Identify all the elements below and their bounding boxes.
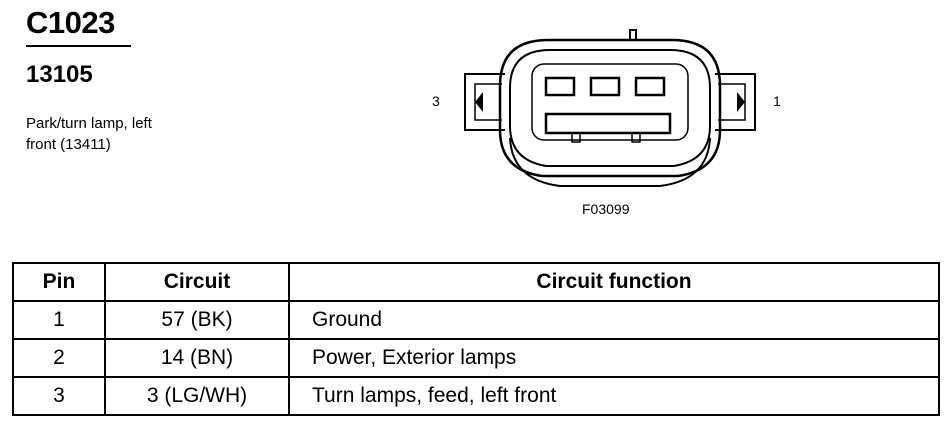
terminal-recess [531,63,689,141]
part-number: 13105 [26,61,93,88]
connector-face-drawing: 3 1 F03099 [432,29,781,217]
table-row: 1 57 (BK) Ground [12,300,940,340]
column-header-pin: Pin [12,262,106,302]
column-header-circuit-function: Circuit function [288,262,940,302]
circuit-function-cell: Turn lamps, feed, left front [288,376,940,416]
figure-code: F03099 [582,201,630,217]
terminal-cavity-1 [634,76,666,97]
terminal-cavity-2 [589,76,621,97]
pin-label-right: 1 [773,93,781,109]
table-row: 2 14 (BN) Power, Exterior lamps [12,338,940,378]
pin-cell: 3 [12,376,106,416]
terminal-cavity-3 [544,76,576,97]
circuit-cell: 57 (BK) [104,300,290,340]
column-header-circuit: Circuit [104,262,290,302]
seal-slot [544,112,672,135]
pin-cell: 2 [12,338,106,378]
circuit-function-cell: Ground [288,300,940,340]
connector-description-line-1: Park/turn lamp, left [26,115,152,132]
connector-housing-outer [498,38,722,178]
connector-id: C1023 [26,5,115,40]
pinout-table: Pin Circuit Circuit function 1 57 (BK) G… [12,262,940,416]
pin-cell: 1 [12,300,106,340]
table-header-row: Pin Circuit Circuit function [12,262,940,302]
circuit-cell: 3 (LG/WH) [104,376,290,416]
connector-housing-inner [509,49,711,167]
circuit-function-cell: Power, Exterior lamps [288,338,940,378]
right-latch [715,73,756,131]
left-latch [464,73,505,131]
connector-skirt [509,137,711,187]
table-row: 3 3 (LG/WH) Turn lamps, feed, left front [12,376,940,416]
connector-description-line-2: front (13411) [26,136,111,153]
connector-diagram: 3 1 F03099 [420,20,800,230]
title-underline [26,45,131,47]
pin-label-left: 3 [432,93,440,109]
circuit-cell: 14 (BN) [104,338,290,378]
polarization-key [629,29,637,40]
